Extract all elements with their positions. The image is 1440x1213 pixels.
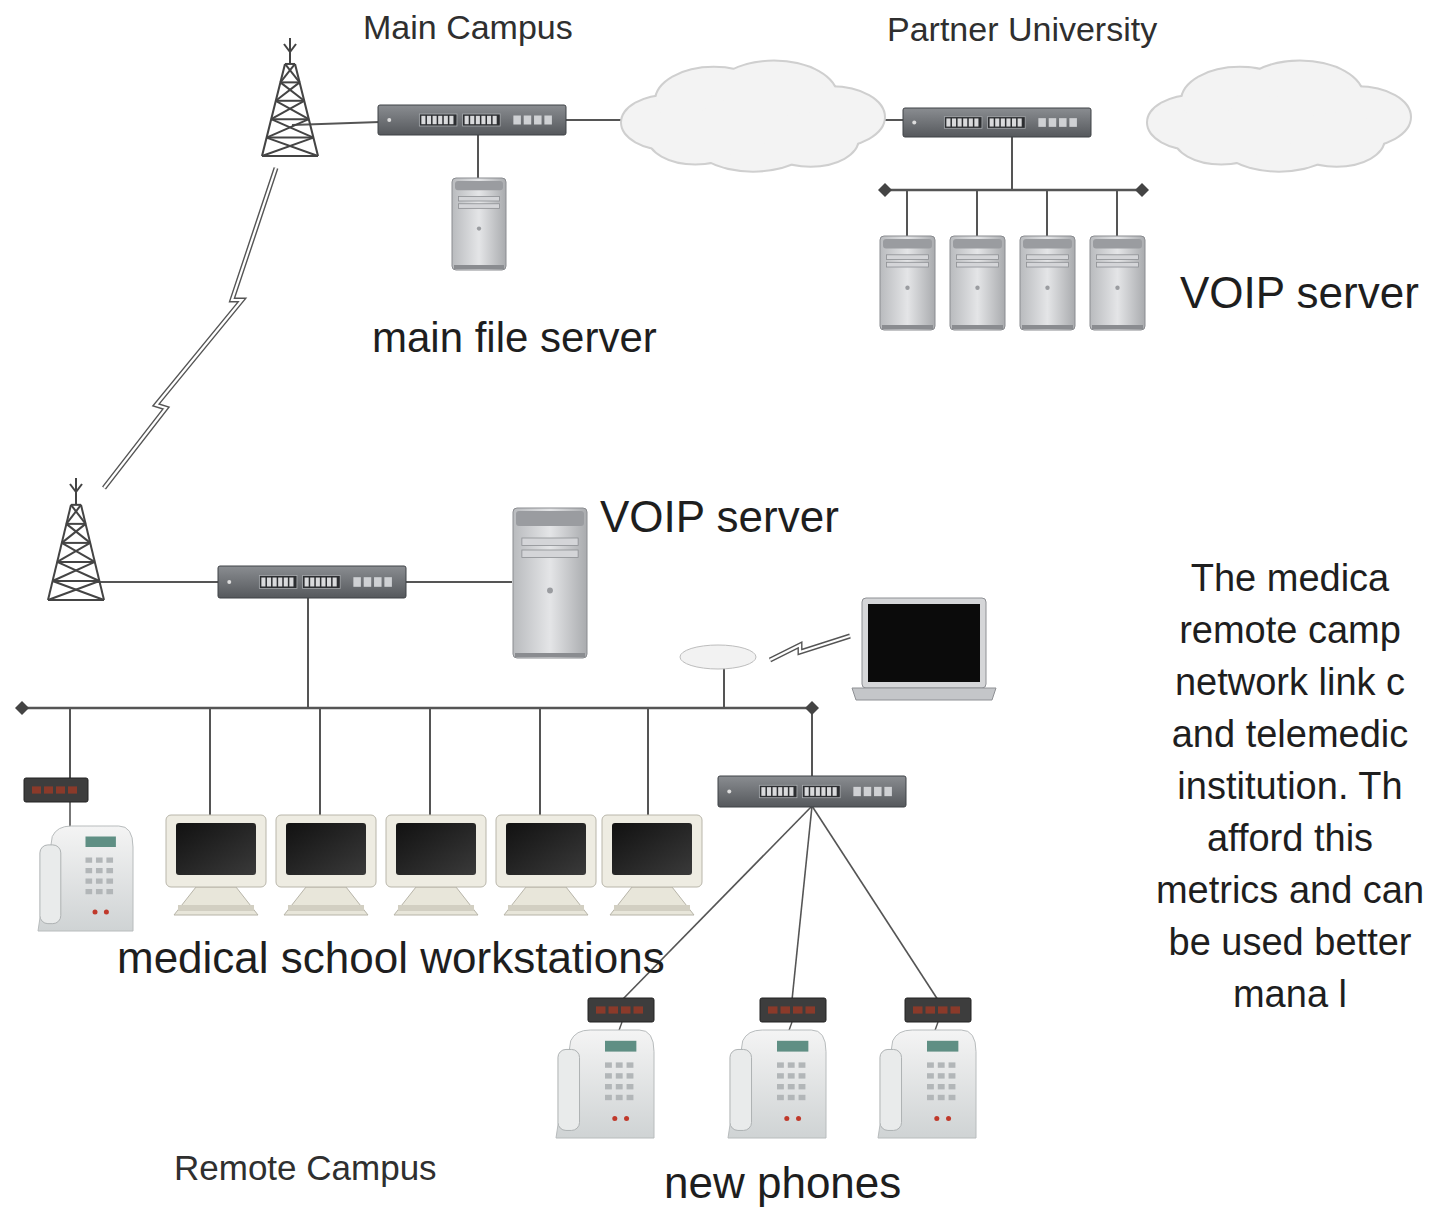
workstation-monitor	[276, 815, 376, 915]
network-wire	[1116, 190, 1118, 236]
network-wire	[319, 708, 321, 820]
device-name: main file server	[372, 314, 657, 362]
network-switch	[378, 105, 566, 135]
laptop	[852, 598, 996, 700]
network-wire	[539, 708, 541, 820]
site-name: Remote Campus	[174, 1148, 437, 1188]
network-wire	[477, 135, 479, 180]
network-wire	[405, 581, 512, 583]
network-wire	[906, 190, 908, 236]
network-wire	[1011, 136, 1013, 190]
internet-cloud	[622, 62, 884, 171]
internet-cloud	[1148, 62, 1410, 171]
server-tower	[1090, 236, 1145, 330]
network-wire	[976, 190, 978, 236]
network-wire	[96, 581, 220, 583]
radio-tower	[48, 478, 104, 600]
radio-tower	[262, 38, 318, 156]
network-wire	[792, 806, 812, 1000]
network-wire	[429, 708, 431, 820]
bus-terminator	[878, 183, 892, 197]
workstation-monitor	[166, 815, 266, 915]
wifi-signal	[770, 636, 850, 660]
device-name: medical school workstations	[117, 933, 665, 984]
network-wire	[209, 708, 211, 820]
ip-phone	[556, 1030, 654, 1138]
device-label: new phones	[664, 1158, 901, 1209]
bus-terminator	[15, 701, 29, 715]
workstation-monitor	[496, 815, 596, 915]
phone-adapter	[24, 778, 88, 802]
device-label: medical school workstations	[117, 933, 665, 984]
phone-adapter	[760, 998, 826, 1022]
server-tower	[880, 236, 935, 330]
network-wire	[292, 122, 380, 125]
wires	[22, 120, 1142, 1050]
network-switch	[903, 108, 1091, 137]
bus-terminator	[1135, 183, 1149, 197]
network-wire	[69, 708, 71, 780]
workstation-monitor	[602, 815, 702, 915]
device-label: main file server	[372, 314, 657, 362]
bus-terminator	[805, 701, 819, 715]
device-label: VOIP server	[1180, 268, 1419, 319]
network-wire	[811, 708, 813, 780]
device-name: VOIP server	[600, 492, 839, 543]
device-name: VOIP server	[1180, 268, 1419, 319]
network-wire	[885, 189, 1142, 192]
network-wire	[307, 598, 309, 708]
device-name: new phones	[664, 1158, 901, 1209]
wireless-access-point	[680, 645, 756, 669]
server-tower	[950, 236, 1005, 330]
network-wire	[1046, 190, 1048, 236]
network-switch	[718, 776, 906, 807]
server-tower	[452, 178, 506, 270]
network-wire	[723, 668, 725, 708]
phone-adapter	[905, 998, 971, 1022]
workstation-monitor	[386, 815, 486, 915]
network-wire	[22, 707, 812, 710]
server-tower	[513, 508, 587, 658]
site-name: Main Campus	[363, 8, 573, 47]
ip-phone	[728, 1030, 826, 1138]
site-name: Partner University	[887, 10, 1157, 49]
description-note: The medica remote camp network link c an…	[1148, 552, 1432, 1020]
wireless-link	[104, 168, 276, 488]
network-switch	[218, 566, 406, 598]
server-tower	[1020, 236, 1075, 330]
phone-adapter	[588, 998, 654, 1022]
network-wire	[812, 806, 938, 1000]
device-label: VOIP server	[600, 492, 839, 543]
ip-phone	[878, 1030, 976, 1138]
network-wire	[647, 708, 649, 820]
ip-phone	[38, 826, 133, 931]
